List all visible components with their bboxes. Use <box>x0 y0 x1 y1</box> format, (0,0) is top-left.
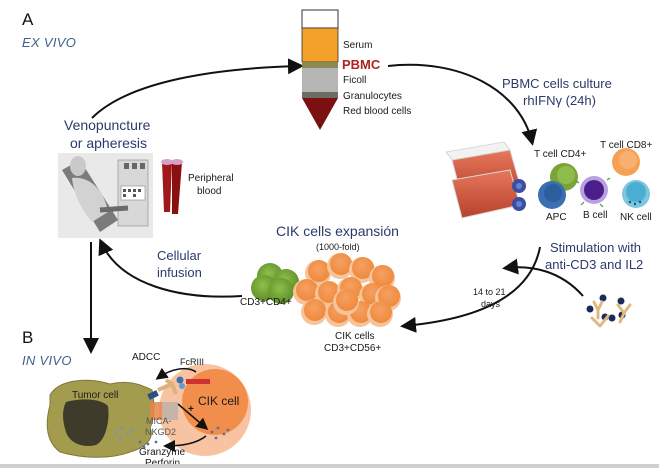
culture-label-line1: PBMC cells culture <box>502 76 612 91</box>
panel-b-letter: B <box>22 328 34 347</box>
cell-label-apc: APC <box>546 212 567 223</box>
density-gradient-tube <box>301 9 339 130</box>
cik-cell <box>352 257 374 279</box>
adcc-label: ADCC <box>132 352 161 363</box>
apheresis-illustration <box>58 153 153 238</box>
peripheral-blood-line2: blood <box>197 186 222 197</box>
tube-label-serum: Serum <box>343 40 373 51</box>
tube-label-pbmc: PBMC <box>342 57 381 72</box>
immune-cells-group <box>538 148 650 209</box>
cik-cell-cluster <box>293 253 401 327</box>
arrow-cellular-infusion <box>98 238 243 298</box>
cell-label-t-cd4: T cell CD4+ <box>534 149 587 160</box>
culture-flasks-icon <box>445 141 526 219</box>
cd4-cell-cluster <box>251 263 299 304</box>
culture-label-line2: rhIFNγ (24h) <box>523 93 596 108</box>
cell-label-t-cd8: T cell CD8+ <box>600 140 653 151</box>
granzyme-label: Granzyme <box>139 447 186 458</box>
arrow-stimulation <box>502 258 584 297</box>
panel-a-mode: EX VIVO <box>22 35 77 50</box>
stimulation-label-line2: anti-CD3 and IL2 <box>545 257 644 272</box>
anti-cd3-il2-icon <box>586 294 632 328</box>
cik-cell <box>370 301 392 323</box>
mica-label-line1: MICA- <box>146 416 172 426</box>
fcr-label: FcRIII <box>180 357 204 367</box>
stimulation-label-line1: Stimulation with <box>550 240 642 255</box>
arrow-venopuncture-to-tube <box>91 58 304 119</box>
cik-cell <box>296 279 318 301</box>
venopuncture-label-line1: Venopuncture <box>64 117 151 133</box>
cik-cell <box>336 289 358 311</box>
expansion-fold: (1000-fold) <box>316 242 360 252</box>
blood-tubes-icon <box>161 159 183 214</box>
activation-plus: + <box>188 404 194 415</box>
expansion-title: CIK cells expansión <box>276 223 399 239</box>
mica-label-line2: NKGD2 <box>145 427 177 437</box>
immune-synapse <box>138 367 210 452</box>
tumor-cell-illustration <box>46 379 155 458</box>
cell-label-nk-cell: NK cell <box>620 212 652 223</box>
venopuncture-label-line2: or apheresis <box>70 135 148 151</box>
infusion-label-line2: infusion <box>157 265 202 280</box>
cik-cell <box>330 253 352 275</box>
cik-cluster-label-line1: CIK cells <box>335 331 375 342</box>
panel-b-mode: IN VIVO <box>22 353 72 368</box>
cik-cell-label: CIK cell <box>198 394 240 408</box>
bottom-border <box>0 464 659 468</box>
panel-a-letter: A <box>22 10 34 29</box>
arrow-pbmc-to-culture <box>387 63 538 146</box>
cell-label-b-cell: B cell <box>583 210 608 221</box>
tube-label-granulocytes: Granulocytes <box>343 91 402 102</box>
cik-cell <box>372 265 394 287</box>
infusion-label-line1: Cellular <box>157 248 202 263</box>
cd4-cluster-label: CD3+CD4+ <box>240 297 292 308</box>
peripheral-blood-line1: Peripheral <box>188 173 234 184</box>
cik-cell <box>304 299 326 321</box>
tube-label-rbc: Red blood cells <box>343 106 412 117</box>
days-label-line1: 14 to 21 <box>473 287 506 297</box>
perforin-label: Perforin <box>145 458 180 469</box>
cik-cluster-label-line2: CD3+CD56+ <box>324 343 382 354</box>
tube-label-ficoll: Ficoll <box>343 75 367 86</box>
cik-cell <box>308 260 330 282</box>
tumor-cell-label: Tumor cell <box>72 390 119 401</box>
arrow-culture-to-expansion <box>400 246 541 333</box>
days-label-line2: days <box>481 299 501 309</box>
